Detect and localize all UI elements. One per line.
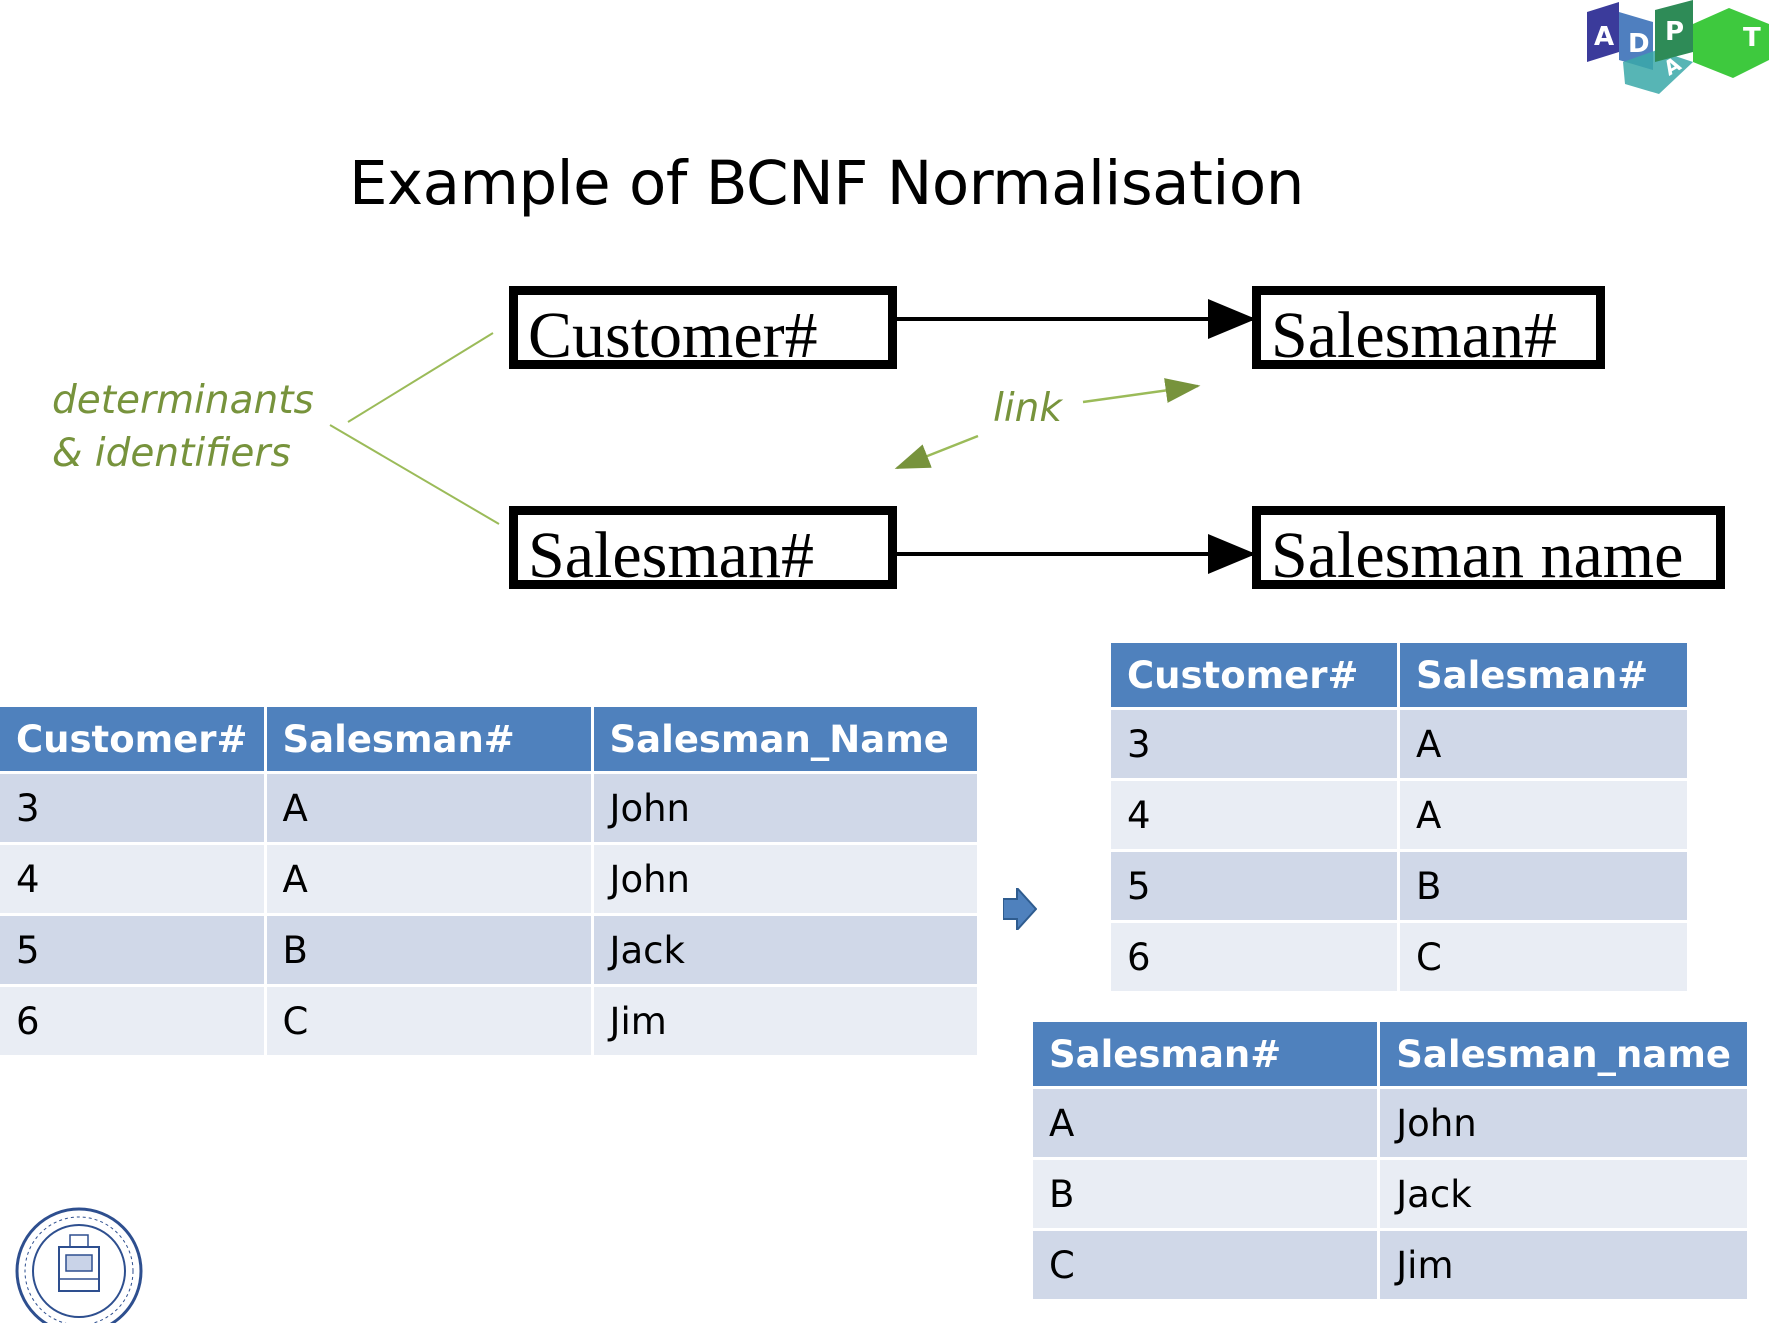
- table-cell: B: [1400, 852, 1687, 920]
- column-header: Salesman#: [1400, 643, 1687, 707]
- table-header-row: Customer# Salesman# Salesman_Name: [0, 707, 977, 771]
- original-table: Customer# Salesman# Salesman_Name 3 A Jo…: [0, 704, 980, 1058]
- table-cell: 6: [0, 987, 264, 1055]
- table-cell: 4: [0, 845, 264, 913]
- table-cell: John: [593, 845, 977, 913]
- table-row: B Jack: [1033, 1160, 1747, 1228]
- identifiers-label: & identifiers: [52, 431, 291, 476]
- table-row: 5 B Jack: [0, 916, 977, 984]
- column-header: Salesman#: [266, 707, 591, 771]
- table-row: 4 A: [1111, 781, 1687, 849]
- table-cell: B: [266, 916, 591, 984]
- svg-text:D: D: [1628, 29, 1650, 59]
- table-cell: Jim: [1380, 1231, 1747, 1299]
- salesman-name-box-label: Salesman name: [1271, 519, 1684, 592]
- salesman-number-box-bottom: Salesman#: [509, 506, 897, 589]
- table-cell: 5: [0, 916, 264, 984]
- table-cell: A: [1033, 1089, 1378, 1157]
- salesman-name-box: Salesman name: [1252, 506, 1725, 589]
- decomposition-arrow-icon: [1003, 888, 1037, 930]
- svg-text:P: P: [1665, 17, 1684, 47]
- column-header: Customer#: [0, 707, 264, 771]
- salesman-number-box-top-label: Salesman#: [1271, 299, 1557, 372]
- link-label: link: [993, 386, 1062, 431]
- customer-salesman-table: Customer# Salesman# 3 A 4 A 5 B 6 C: [1108, 640, 1690, 994]
- table-row: A John: [1033, 1089, 1747, 1157]
- salesman-names-table: Salesman# Salesman_name A John B Jack C …: [1030, 1019, 1750, 1302]
- slide-title: Example of BCNF Normalisation: [349, 148, 1304, 219]
- determinants-label: determinants: [52, 378, 314, 423]
- determinants-pointer-bottom: [329, 424, 500, 525]
- table-cell: Jack: [1380, 1160, 1747, 1228]
- salesman-number-box-top: Salesman#: [1252, 286, 1605, 369]
- table-cell: 3: [0, 774, 264, 842]
- customer-number-box-label: Customer#: [528, 299, 818, 372]
- table-header-row: Salesman# Salesman_name: [1033, 1022, 1747, 1086]
- table-row: 4 A John: [0, 845, 977, 913]
- table-row: 6 C Jim: [0, 987, 977, 1055]
- diagram-connectors: [329, 299, 1256, 574]
- table-cell: A: [1400, 781, 1687, 849]
- column-header: Salesman_name: [1380, 1022, 1747, 1086]
- column-header: Salesman#: [1033, 1022, 1378, 1086]
- link-arrow-up: [1082, 378, 1201, 404]
- table-cell: B: [1033, 1160, 1378, 1228]
- table-cell: Jim: [593, 987, 977, 1055]
- determinants-pointer-top: [347, 332, 494, 423]
- table-cell: A: [266, 774, 591, 842]
- table-cell: 3: [1111, 710, 1397, 778]
- table-cell: C: [266, 987, 591, 1055]
- table-cell: 5: [1111, 852, 1397, 920]
- university-seal-logo: [15, 1207, 143, 1323]
- table-cell: Jack: [593, 916, 977, 984]
- adapt-logo: A D A P T: [1587, 0, 1769, 94]
- table-cell: A: [266, 845, 591, 913]
- table-cell: C: [1033, 1231, 1378, 1299]
- column-header: Customer#: [1111, 643, 1397, 707]
- link-arrow-down: [894, 434, 979, 470]
- customer-number-box: Customer#: [509, 286, 897, 369]
- table-cell: A: [1400, 710, 1687, 778]
- table-row: 3 A: [1111, 710, 1687, 778]
- svg-text:T: T: [1743, 23, 1761, 53]
- table-cell: C: [1400, 923, 1687, 991]
- svg-text:A: A: [1594, 22, 1614, 52]
- salesman-number-box-bottom-label: Salesman#: [528, 519, 814, 592]
- table-header-row: Customer# Salesman#: [1111, 643, 1687, 707]
- table-row: 5 B: [1111, 852, 1687, 920]
- table-cell: John: [593, 774, 977, 842]
- table-row: C Jim: [1033, 1231, 1747, 1299]
- table-cell: 4: [1111, 781, 1397, 849]
- table-cell: 6: [1111, 923, 1397, 991]
- table-cell: John: [1380, 1089, 1747, 1157]
- column-header: Salesman_Name: [593, 707, 977, 771]
- table-row: 3 A John: [0, 774, 977, 842]
- table-row: 6 C: [1111, 923, 1687, 991]
